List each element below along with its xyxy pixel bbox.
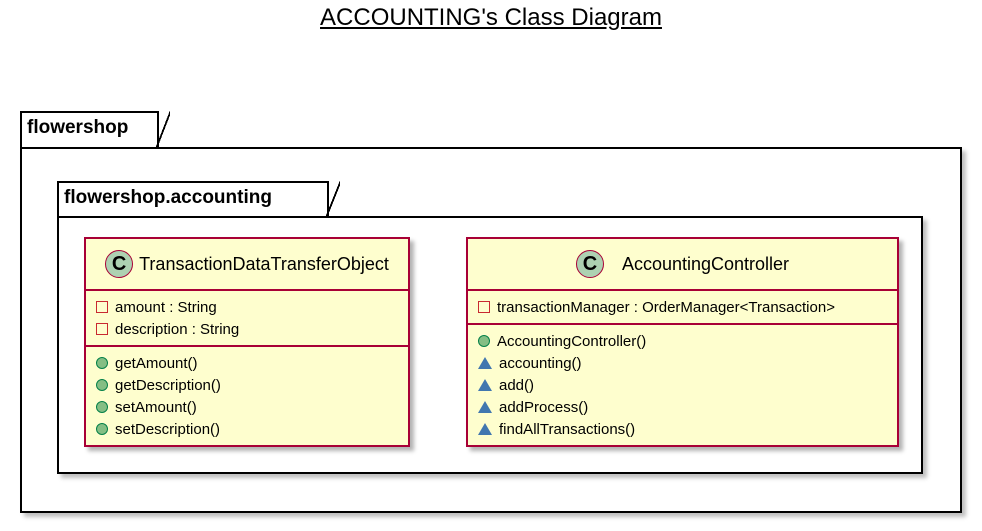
class-fields: transactionManager : OrderManager<Transa… <box>468 291 897 325</box>
public-visibility-icon <box>96 423 108 435</box>
method-text: addProcess() <box>499 398 589 416</box>
method-row: findAllTransactions() <box>478 418 897 440</box>
class-methods: AccountingController() accounting() add(… <box>468 325 897 445</box>
method-text: findAllTransactions() <box>499 420 636 438</box>
class-header: C TransactionDataTransferObject <box>86 239 408 291</box>
public-visibility-icon <box>478 335 490 347</box>
method-text: accounting() <box>499 354 582 372</box>
method-row: accounting() <box>478 352 897 374</box>
method-text: getDescription() <box>115 376 221 394</box>
package-tab-flowershop-accounting: flowershop.accounting <box>57 181 340 218</box>
class-icon: C <box>105 250 134 278</box>
method-row: getDescription() <box>96 374 408 396</box>
class-icon: C <box>575 250 604 278</box>
class-accounting-controller[interactable]: C AccountingController transactionManage… <box>466 237 899 447</box>
package-name-flowershop: flowershop <box>27 117 129 138</box>
field-text: transactionManager : OrderManager<Transa… <box>497 298 835 316</box>
field-row: description : String <box>96 318 408 340</box>
method-row: AccountingController() <box>478 330 897 352</box>
package-visibility-icon <box>478 401 492 413</box>
private-visibility-icon <box>96 301 108 313</box>
field-text: amount : String <box>115 298 217 316</box>
method-text: setAmount() <box>115 398 197 416</box>
public-visibility-icon <box>96 379 108 391</box>
method-row: setAmount() <box>96 396 408 418</box>
public-visibility-icon <box>96 401 108 413</box>
private-visibility-icon <box>478 301 490 313</box>
class-transaction-data-transfer-object[interactable]: C TransactionDataTransferObject amount :… <box>84 237 410 447</box>
class-fields: amount : String description : String <box>86 291 408 347</box>
package-visibility-icon <box>478 357 492 369</box>
method-row: getAmount() <box>96 352 408 374</box>
package-visibility-icon <box>478 423 492 435</box>
private-visibility-icon <box>96 323 108 335</box>
method-text: setDescription() <box>115 420 221 438</box>
method-row: addProcess() <box>478 396 897 418</box>
public-visibility-icon <box>96 357 108 369</box>
method-row: add() <box>478 374 897 396</box>
package-name-flowershop-accounting: flowershop.accounting <box>64 187 272 208</box>
diagram-title: ACCOUNTING's Class Diagram <box>320 4 662 31</box>
class-methods: getAmount() getDescription() setAmount()… <box>86 347 408 445</box>
method-row: setDescription() <box>96 418 408 440</box>
field-text: description : String <box>115 320 240 338</box>
class-name: AccountingController <box>621 253 790 274</box>
method-text: getAmount() <box>115 354 198 372</box>
class-name: TransactionDataTransferObject <box>139 253 389 274</box>
field-row: transactionManager : OrderManager<Transa… <box>478 296 897 318</box>
package-tab-flowershop: flowershop <box>20 111 170 149</box>
field-row: amount : String <box>96 296 408 318</box>
package-visibility-icon <box>478 379 492 391</box>
method-text: AccountingController() <box>497 332 647 350</box>
method-text: add() <box>499 376 535 394</box>
class-header: C AccountingController <box>468 239 897 291</box>
